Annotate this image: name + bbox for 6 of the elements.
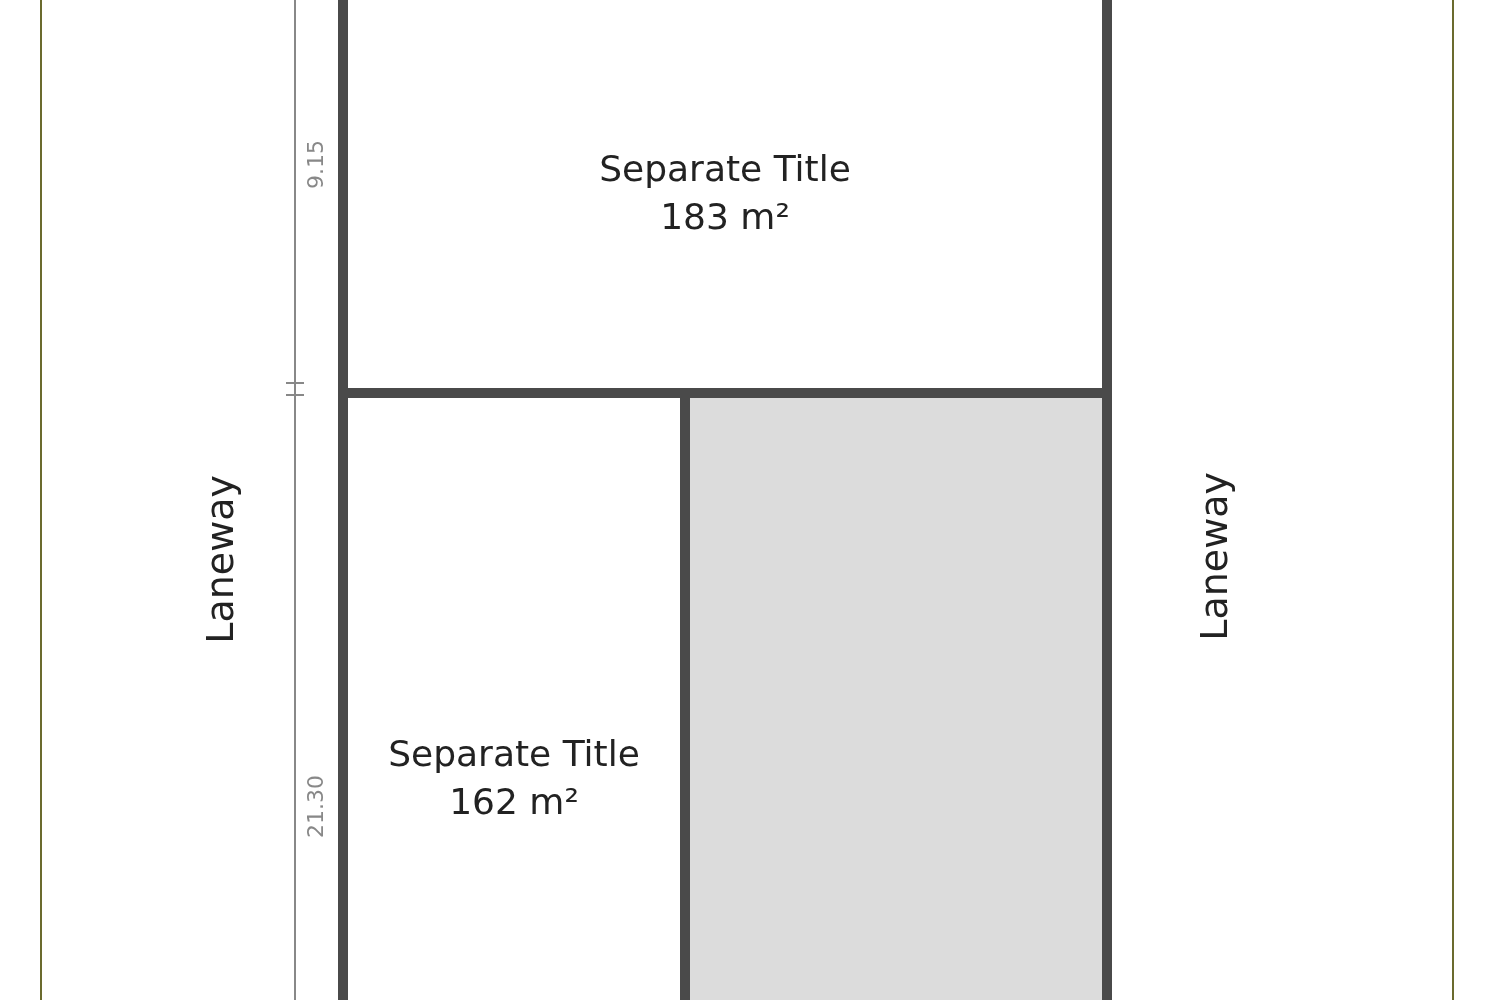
lot-area: 162 m² xyxy=(449,778,579,826)
lot-area: 183 m² xyxy=(660,193,790,241)
street-label: Laneway xyxy=(198,475,242,644)
street-label: Laneway xyxy=(1192,472,1236,641)
lot-title: Separate Title xyxy=(599,147,851,191)
lot-title: Separate Title xyxy=(388,732,640,776)
